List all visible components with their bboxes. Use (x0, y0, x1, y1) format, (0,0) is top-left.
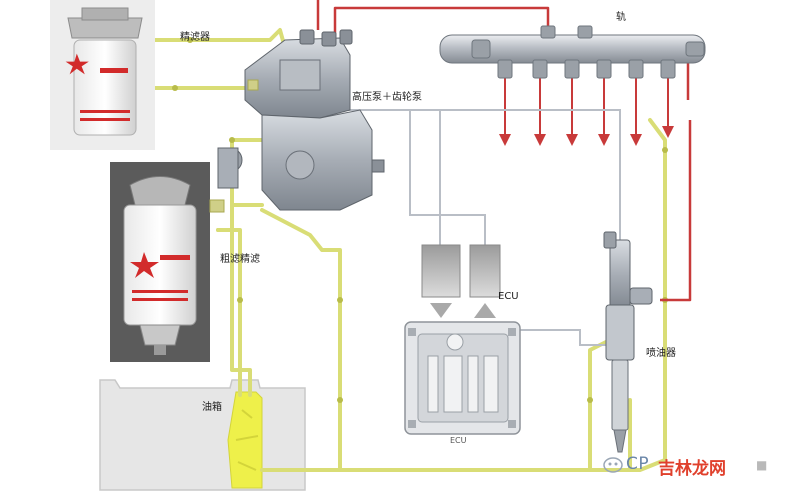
label-rail: 轨 (616, 12, 626, 23)
high-pressure-lines (316, 0, 692, 302)
label-injector: 喷油器 (646, 348, 676, 359)
label-coarse-filter: 粗滤精滤 (220, 254, 260, 265)
common-rail (439, 25, 706, 79)
label-tank: 油箱 (202, 402, 222, 413)
watermark: CP 吉林龙网 ■ (602, 452, 792, 479)
watermark-site: 吉林龙网 (658, 459, 726, 479)
watermark-prefix: CP (626, 454, 650, 474)
label-ecu-small: ECU (450, 436, 467, 445)
line-junctions (172, 37, 668, 403)
tank-fuel-level (227, 391, 263, 489)
injector (603, 231, 653, 453)
high-pressure-pump (217, 29, 385, 211)
label-pump: 高压泵＋齿轮泵 (352, 92, 422, 103)
fine-filter (50, 0, 155, 150)
coarse-filter (110, 162, 210, 362)
watermark-suffix: ■ (756, 458, 768, 472)
label-ecu: ECU (498, 291, 519, 302)
ecu-unit (404, 321, 521, 435)
connector-fittings (209, 79, 259, 213)
label-fine-filter: 精滤器 (180, 32, 210, 43)
sensor-blocks (421, 244, 501, 318)
watermark-logo-icon (603, 457, 623, 473)
fuel-tank (99, 379, 306, 491)
